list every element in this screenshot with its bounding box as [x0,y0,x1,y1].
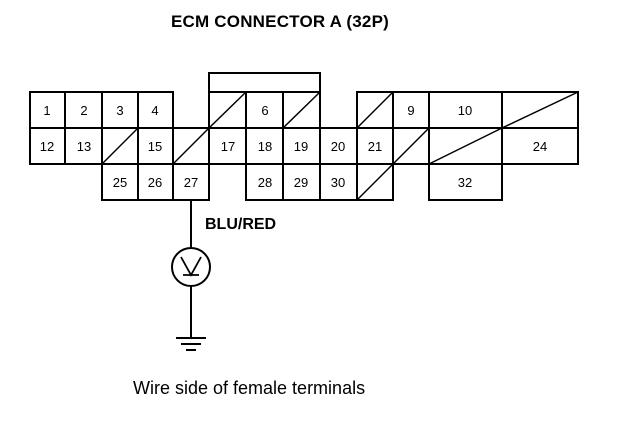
unused-slash [356,163,394,201]
terminal-4 [137,91,174,129]
terminal-label: 4 [151,103,158,118]
terminal-30 [319,163,358,201]
terminal-25 [101,163,139,201]
terminal-label: 1 [43,103,50,118]
terminal-label: 12 [40,139,54,154]
unused-slash [501,91,579,129]
voltmeter-v-symbol [180,256,202,277]
terminal-label: 30 [331,175,345,190]
terminal-label: 29 [294,175,308,190]
wire-color-label: BLU/RED [205,216,277,233]
unused-slash [208,91,247,129]
unused-slash [428,127,503,165]
terminal-label: 17 [221,139,235,154]
terminal-label: 19 [294,139,308,154]
terminal-label: 24 [533,139,547,154]
connector-lock-tab [208,72,321,94]
diagram-title: ECM CONNECTOR A (32P) [171,12,389,31]
terminal-29 [282,163,321,201]
terminal-label: 25 [113,175,127,190]
voltmeter-icon [171,247,211,287]
unused-slash [172,127,210,165]
terminal-label: 9 [407,103,414,118]
terminal-label: 6 [261,103,268,118]
unused-slash [101,127,139,165]
terminal-label: 18 [258,139,272,154]
terminal-9 [392,91,430,129]
terminal-6 [245,91,284,129]
terminal-label: 26 [148,175,162,190]
terminal-28 [245,163,284,201]
terminal-15 [137,127,174,165]
terminal-label: 20 [331,139,345,154]
ground-icon [176,337,206,351]
terminal-label: 13 [77,139,91,154]
terminal-18 [245,127,284,165]
unused-slash [392,127,430,165]
terminal-13 [64,127,103,165]
terminal-24 [501,127,579,165]
unused-slash [282,91,321,129]
terminal-label: 2 [80,103,87,118]
terminal-label: 27 [184,175,198,190]
terminal-32 [428,163,503,201]
terminal-label: 15 [148,139,162,154]
terminal-label: 32 [458,175,472,190]
terminal-label: 28 [258,175,272,190]
terminal-label: 10 [458,103,472,118]
terminal-label: 21 [368,139,382,154]
diagram-caption: Wire side of female terminals [133,378,366,398]
unused-slash [356,91,394,129]
terminal-label: 3 [116,103,123,118]
terminal-12 [29,127,66,165]
